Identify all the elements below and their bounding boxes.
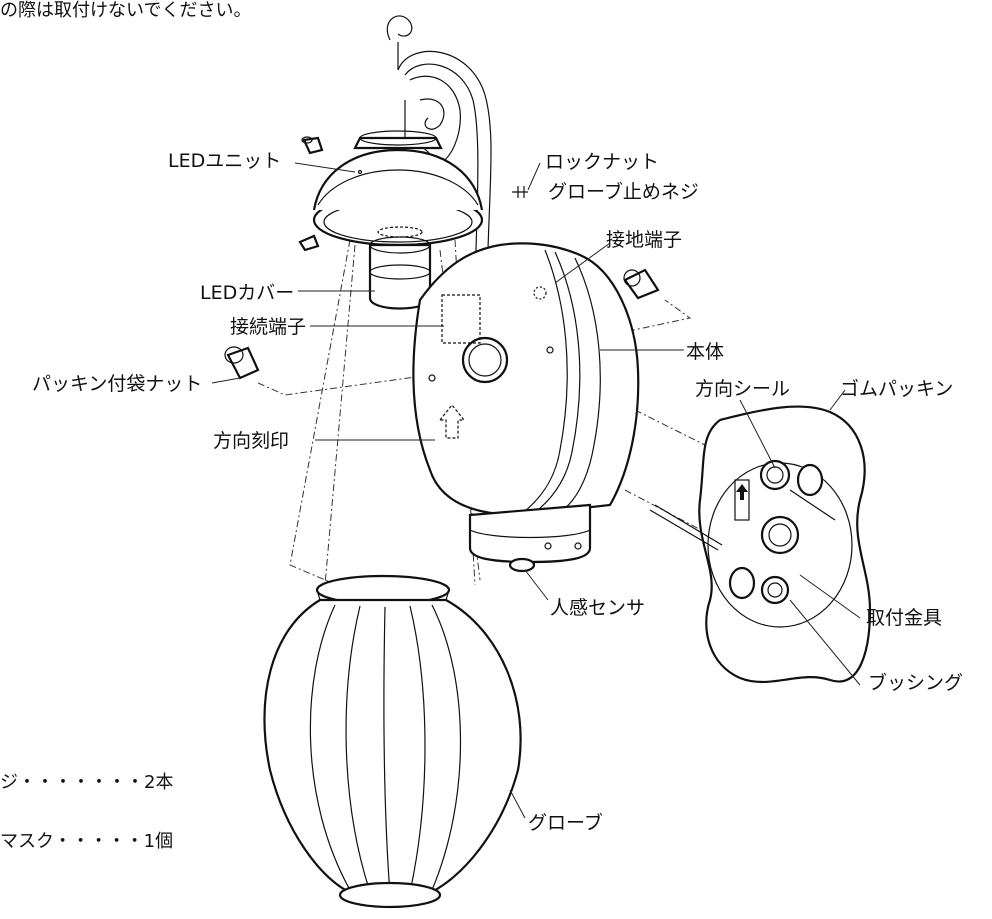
label-globe: グローブ [528,812,603,834]
label-bushing: ブッシング [868,672,964,694]
label-globe-screw: グローブ止めネジ [548,181,699,203]
label-mounting-bracket: 取付金具 [866,607,943,629]
small-screws [224,136,660,380]
label-led-unit: LEDユニット [168,150,282,172]
label-direction-seal: 方向シール [695,378,791,400]
label-motion-sensor: 人感センサ [550,597,646,619]
label-lock-nut: ロックナット [545,151,660,173]
label-connection-terminal: 接続端子 [230,316,307,338]
label-rubber-packing: ゴムパッキン [840,378,954,400]
label-packing-bag-nut: パッキン付袋ナット [32,373,203,395]
parts-list-item: ジ・・・・・・・2本 [0,772,174,793]
mounting-plate [649,405,872,683]
leader-lines [211,162,861,819]
globe-shade [263,574,522,909]
label-ground-terminal: 接地端子 [606,229,683,251]
body-housing [412,242,640,573]
label-led-cover: LEDカバー [200,282,295,304]
label-direction-mark: 方向刻印 [213,430,290,452]
header-note: の際は取付けないでください。 [0,0,252,21]
parts-list-item: マスク・・・・・1個 [0,831,174,852]
label-body: 本体 [686,341,725,363]
led-unit-cap [312,130,484,247]
